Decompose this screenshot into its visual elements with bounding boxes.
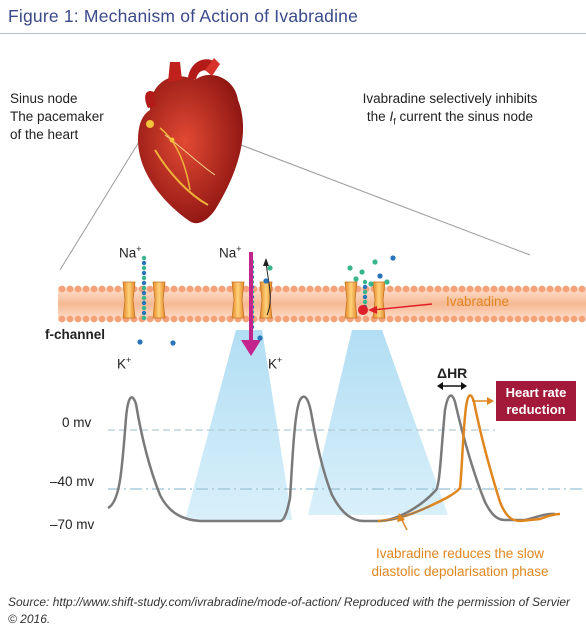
- beam-left: [185, 330, 292, 520]
- line2-post: current the sinus node: [395, 109, 534, 124]
- k-text-1: K: [117, 356, 127, 372]
- sinus-node-marker: [146, 120, 154, 128]
- k-label-1: K+: [117, 351, 131, 374]
- ivabradine-action-potential-trace: [377, 394, 561, 523]
- ivabradine-inhibits-label: Ivabradine selectively inhibits the If c…: [330, 90, 570, 131]
- normal-action-potential-trace: [107, 394, 556, 523]
- ivabradine-inhibits-line-1: Ivabradine selectively inhibits: [362, 91, 538, 106]
- loose-ions: [137, 255, 396, 346]
- hr-box-line-2: reduction: [506, 402, 566, 417]
- na-label-1: Na+: [119, 240, 142, 263]
- potassium-efflux-arrow: [265, 261, 271, 316]
- ivabradine-pointer: [371, 303, 433, 311]
- current-symbol: I: [389, 109, 394, 124]
- k-sup-2: +: [277, 355, 283, 365]
- ivabradine-molecule: [358, 305, 368, 315]
- na-text-1: Na: [119, 245, 137, 261]
- k-label-2: K+: [268, 351, 282, 374]
- delta-hr-arrow: [437, 382, 467, 390]
- na-label-2: Na+: [219, 240, 242, 263]
- f-channel-1: [122, 281, 166, 319]
- na-text-2: Na: [219, 245, 237, 261]
- slow-phase-caption: Ivabradine reduces the slow diastolic de…: [340, 545, 580, 581]
- heart-illustration: [138, 58, 244, 224]
- na-sup-1: +: [136, 244, 142, 254]
- hr-box-line-1: Heart rate: [505, 385, 567, 400]
- sinus-node-line-2: The pacemaker: [10, 109, 104, 124]
- sinus-node-label: Sinus node The pacemaker of the heart: [10, 90, 104, 144]
- ivabradine-inhibits-line-2: the If current the sinus node: [330, 108, 570, 131]
- sinus-node-line-1: Sinus node: [10, 91, 78, 106]
- axis-label-0mv: 0 mv: [62, 415, 92, 430]
- slow-phase-line-1: Ivabradine reduces the slow: [375, 546, 545, 561]
- figure-title: Figure 1: Mechanism of Action of Ivabrad…: [8, 6, 359, 26]
- k-text-2: K: [268, 356, 278, 372]
- sinus-node-line-3: of the heart: [10, 127, 79, 142]
- zoom-line-left: [59, 123, 151, 271]
- heart-rate-reduction-badge: Heart rate reduction: [496, 381, 576, 421]
- current-subscript: f: [393, 116, 396, 127]
- title-divider: [0, 33, 586, 34]
- na-sup-2: +: [236, 244, 242, 254]
- source-citation: Source: http://www.shift-study.com/ivrab…: [8, 595, 571, 626]
- ivabradine-label: Ivabradine: [446, 294, 510, 309]
- axis-label-minus70mv: –70 mv: [50, 517, 95, 532]
- delta-hr-label: ΔHR: [437, 365, 468, 381]
- line2-pre: the: [366, 109, 390, 124]
- slow-phase-line-2: diastolic depolarisation phase: [371, 564, 549, 579]
- sodium-influx-arrow: [241, 252, 261, 356]
- axis-label-minus40mv: –40 mv: [50, 474, 95, 489]
- beam-right: [308, 330, 448, 515]
- k-sup-1: +: [126, 355, 132, 365]
- f-channel-label: f-channel: [45, 327, 106, 342]
